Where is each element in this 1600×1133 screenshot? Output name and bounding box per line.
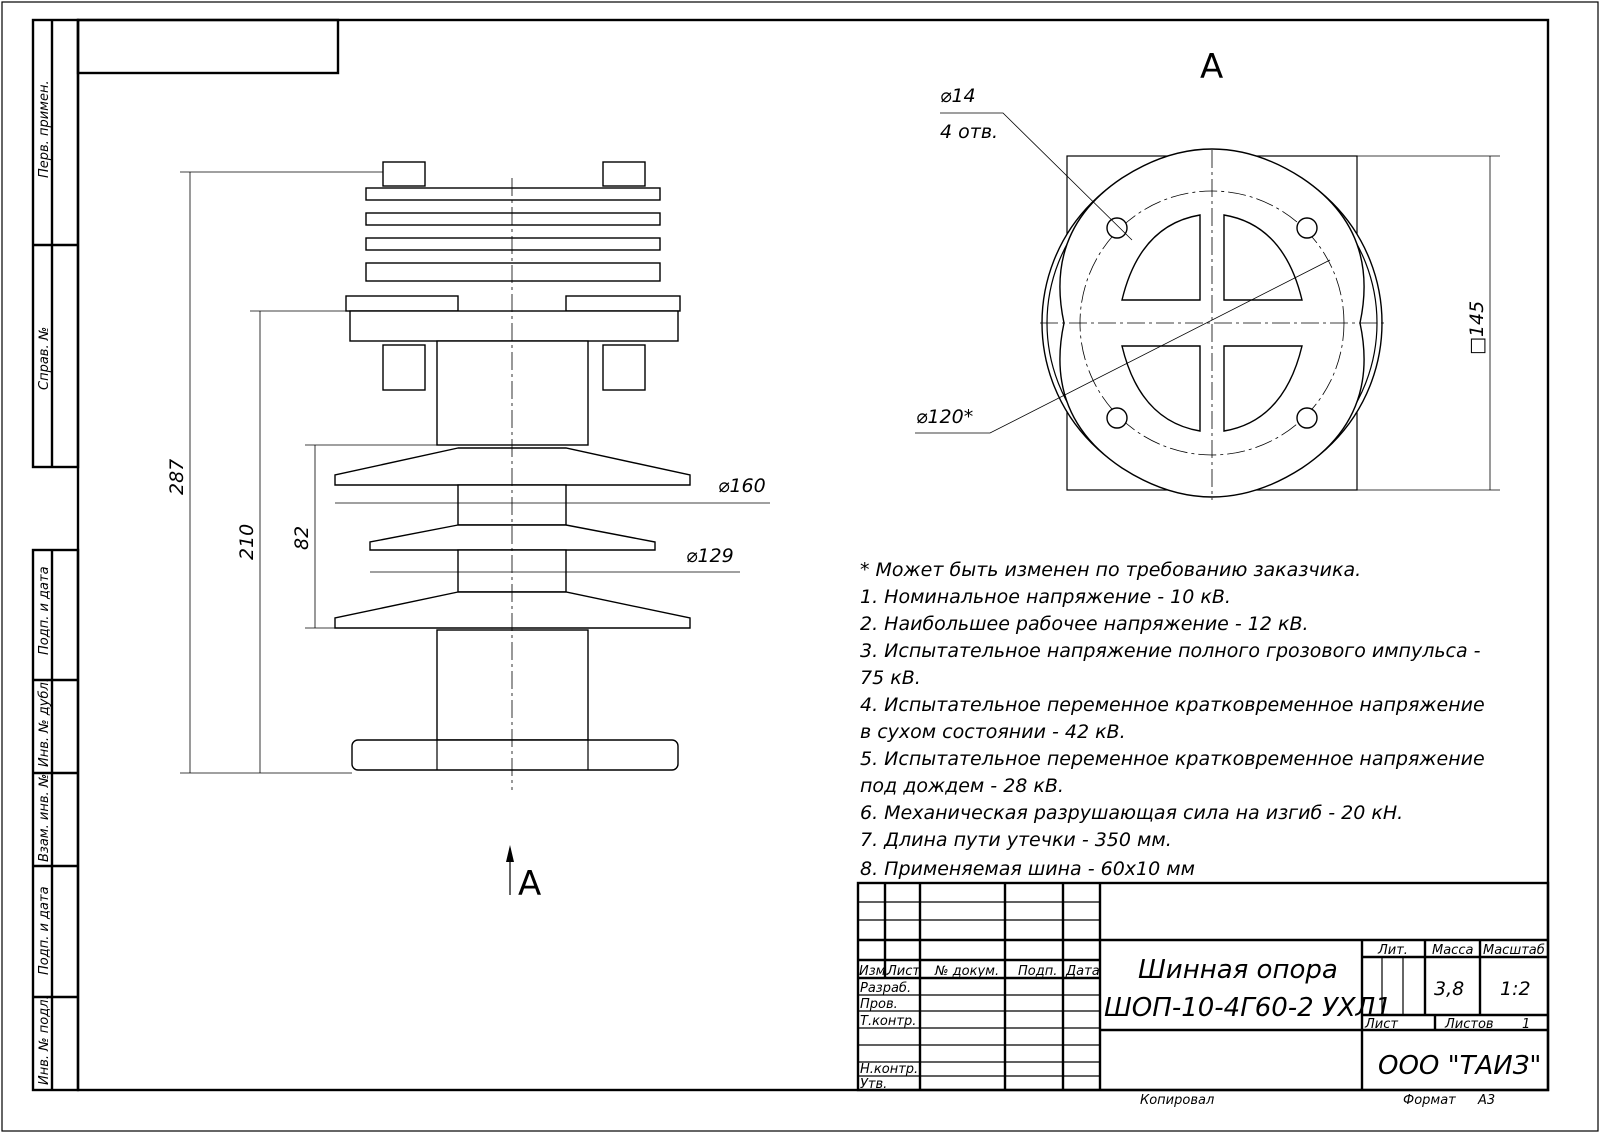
top-flange (349, 310, 679, 342)
strip-label: Подп. и дата (37, 886, 52, 975)
drawing-line (1106, 217, 1128, 239)
drawing-line (856, 881, 1550, 1092)
bus-plate (365, 262, 661, 282)
sheets-label: Листов (1444, 1017, 1494, 1032)
mass-value: 3,8 (1434, 978, 1464, 1000)
shed (334, 447, 691, 486)
note-line: 75 кВ. (860, 667, 921, 689)
view-arrow-label: А (518, 864, 541, 904)
scale-label: Масштаб (1483, 943, 1545, 958)
role-approved: Утв. (860, 1077, 887, 1092)
strip-label: Инв. № подл. (37, 995, 52, 1085)
inner-frame (76, 18, 1550, 1092)
header-signature: Подп. (1018, 964, 1057, 979)
technical-notes: * Может быть изменен по требованию заказ… (860, 559, 1485, 880)
note-line: 2. Наибольшее рабочее напряжение - 12 кВ… (860, 613, 1309, 635)
note-line: 8. Применяемая шина - 60х10 мм (860, 858, 1195, 880)
drawing-line (31, 548, 80, 1092)
format-label: Формат (1403, 1093, 1456, 1108)
strip-label: Инв. № дубл. (37, 678, 52, 767)
note-line: 6. Механическая разрушающая сила на изги… (860, 802, 1403, 824)
note-line: 5. Испытательное переменное кратковремен… (860, 748, 1485, 770)
top-left-box (76, 18, 340, 75)
drawing-line (1296, 217, 1318, 239)
mass-label: Масса (1432, 943, 1473, 958)
role-norm-control: Н.контр. (860, 1062, 918, 1077)
header-change: Изм. (859, 964, 890, 979)
note-line: 4. Испытательное переменное кратковремен… (860, 694, 1485, 716)
base-flange (351, 739, 679, 771)
sheet-label: Лист (1364, 1017, 1398, 1032)
note-line: под дождем - 28 кВ. (860, 775, 1064, 797)
dim-d160: ⌀160 (718, 475, 766, 497)
company-name: ООО "ТАИЗ" (1378, 1051, 1541, 1081)
drawing-line (1296, 407, 1318, 429)
header-doc-no: № докум. (934, 964, 999, 979)
copied-label: Копировал (1140, 1093, 1214, 1108)
drawing-line (345, 295, 459, 312)
header-date: Дата (1065, 964, 1100, 979)
shed (334, 591, 691, 629)
drawing-line (915, 259, 1331, 434)
nut (382, 344, 426, 391)
bolt-head (602, 161, 646, 187)
strip-label: Подп. и дата (37, 566, 52, 655)
drawing-line (506, 845, 514, 862)
drawing-line (940, 112, 1133, 241)
role-checker: Пров. (860, 997, 898, 1012)
dim-287: 287 (166, 459, 188, 495)
strip-label: Взам. инв. № (37, 774, 52, 862)
dim-210: 210 (236, 524, 258, 560)
sheets-value: 1 (1522, 1017, 1530, 1032)
dim-d120: ⌀120* (916, 406, 973, 428)
dim-d129: ⌀129 (686, 545, 734, 567)
title-block: Изм. Лист № докум. Подп. Дата Разраб. Пр… (856, 881, 1550, 1108)
role-developer: Разраб. (860, 981, 911, 996)
format-value: А3 (1477, 1093, 1495, 1108)
bolt-head (382, 161, 426, 187)
note-line: 7. Длина пути утечки - 350 мм. (860, 829, 1172, 851)
dim-82: 82 (291, 526, 313, 550)
bus-plate (365, 237, 661, 251)
dim-square-145: □145 (1466, 301, 1488, 355)
role-tech-control: Т.контр. (860, 1014, 916, 1029)
strip-label: Перв. примен. (37, 80, 52, 178)
top-view-a: А □145 ⌀14 4 отв. ⌀120* (915, 47, 1500, 500)
shed (369, 524, 656, 551)
dim-holes: 4 отв. (940, 121, 998, 143)
header-sheet: Лист (886, 964, 920, 979)
bus-plate (365, 212, 661, 226)
drawing-line (1106, 407, 1128, 429)
side-view: 287 210 82 ⌀160 ⌀129 А (166, 161, 770, 904)
scale-value: 1:2 (1500, 978, 1531, 1000)
dim-d14: ⌀14 (940, 85, 976, 107)
nut (602, 344, 646, 391)
drawing-code: ШОП-10-4Г60-2 УХЛ1 (1104, 993, 1392, 1023)
note-line: * Может быть изменен по требованию заказ… (860, 559, 1361, 581)
note-line: 3. Испытательное напряжение полного гроз… (860, 640, 1481, 662)
top-cylinder (436, 340, 589, 446)
bottom-cylinder (436, 629, 589, 741)
drawing-line (31, 18, 80, 469)
note-line: в сухом состоянии - 42 кВ. (860, 721, 1126, 743)
view-title: А (1200, 47, 1223, 87)
side-strip: Перв. примен. Справ. № Подп. и дата Инв.… (31, 18, 80, 1092)
drawing-name: Шинная опора (1138, 955, 1338, 985)
note-line: 1. Номинальное напряжение - 10 кВ. (860, 586, 1231, 608)
bus-plate (365, 187, 661, 201)
drawing-line (1121, 214, 1303, 432)
lit-label: Лит. (1377, 943, 1408, 958)
drawing-line (565, 295, 681, 312)
strip-label: Справ. № (37, 327, 52, 390)
